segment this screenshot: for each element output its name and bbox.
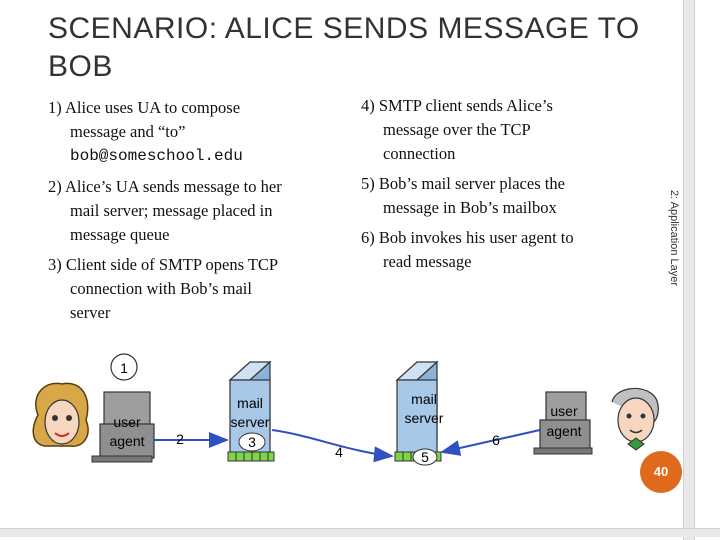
step-6-marker: 6 — [492, 432, 500, 448]
step-5-marker: 5 — [421, 449, 429, 465]
step-4-line-2: message over the TCP — [383, 120, 531, 139]
step-6-line-2: read message — [383, 252, 472, 271]
step-5-line-1: 5) Bob’s mail server places the — [361, 174, 565, 193]
step-1-line-1: 1) Alice uses UA to compose — [48, 98, 241, 117]
arrow-bob-ua-to-server — [440, 429, 541, 456]
step-1-address: bob@someschool.edu — [70, 147, 243, 165]
step-1-line-2: message and “to” — [70, 122, 186, 141]
bob-mail-server-icon: mail server 5 — [394, 360, 444, 466]
step-5-line-2: message in Bob’s mailbox — [383, 198, 557, 217]
bob-ua-label-1: user — [550, 403, 578, 419]
step-1-marker: 1 — [120, 360, 128, 376]
bob-ua-label-2: agent — [546, 423, 581, 439]
step-6: 6) Bob invokes his user agent to read me… — [361, 226, 574, 274]
alice-server-label-2: server — [231, 414, 270, 430]
step-2-marker: 2 — [176, 431, 184, 447]
alice-ua-label-2: agent — [109, 433, 144, 449]
step-4-line-3: connection — [383, 144, 456, 163]
page-number-badge: 40 — [640, 451, 682, 493]
step-2-line-2: mail server; message placed in — [70, 201, 273, 220]
step-3-line-3: server — [70, 303, 111, 322]
alice-icon — [32, 382, 89, 447]
side-label: 2: Application Layer — [668, 190, 680, 287]
alice-mail-server-icon: mail server 3 — [227, 360, 275, 462]
email-flow-diagram: 1 user agent 2 mail server 3 4 mail ser — [32, 353, 659, 466]
step-2: 2) Alice’s UA sends message to her mail … — [48, 175, 282, 247]
bob-server-label-2: server — [405, 410, 444, 426]
alice-server-label-1: mail — [237, 395, 263, 411]
alice-user-agent-icon: 1 user agent — [91, 353, 155, 463]
step-2-line-1: 2) Alice’s UA sends message to her — [48, 177, 282, 196]
step-2-line-3: message queue — [70, 225, 170, 244]
step-3-marker: 3 — [248, 434, 256, 450]
frame-right-bar — [683, 0, 695, 540]
step-5: 5) Bob’s mail server places the message … — [361, 172, 565, 220]
step-3-line-2: connection with Bob’s mail — [70, 279, 252, 298]
alice-ua-label-1: user — [113, 414, 141, 430]
step-4-marker: 4 — [335, 444, 343, 460]
slide-title: SCENARIO: ALICE SENDS MESSAGE TO BOB — [48, 12, 640, 83]
step-1: 1) Alice uses UA to compose message and … — [48, 96, 243, 168]
bob-server-label-1: mail — [411, 391, 437, 407]
step-4-line-1: 4) SMTP client sends Alice’s — [361, 96, 553, 115]
step-4: 4) SMTP client sends Alice’s message ove… — [361, 94, 553, 166]
step-6-line-1: 6) Bob invokes his user agent to — [361, 228, 574, 247]
frame-bottom-bar — [0, 528, 720, 537]
step-3: 3) Client side of SMTP opens TCP connect… — [48, 253, 278, 325]
bob-icon — [611, 387, 659, 451]
arrow-server-to-server — [271, 429, 394, 463]
step-3-line-1: 3) Client side of SMTP opens TCP — [48, 255, 279, 274]
bob-user-agent-icon: user agent — [533, 391, 593, 455]
